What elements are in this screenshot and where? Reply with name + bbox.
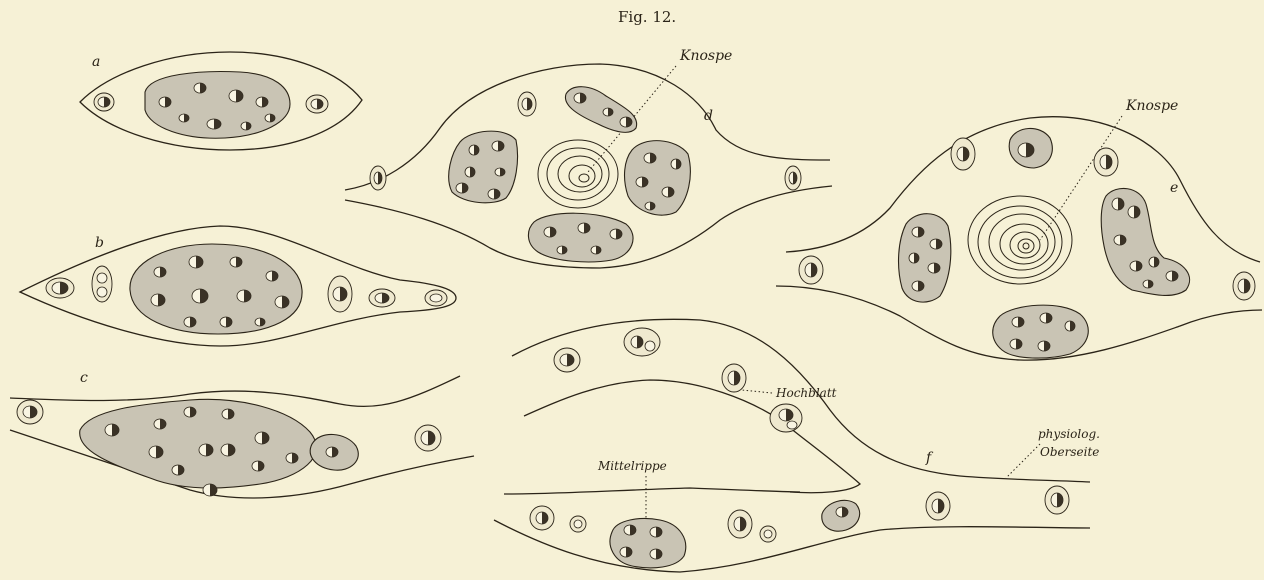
term-physiolog-line2: Oberseite — [1040, 445, 1099, 459]
bud-spiral-d — [538, 140, 618, 208]
midrib-outline-top — [504, 488, 800, 494]
term-physiolog-line1: physiolog. — [1038, 427, 1100, 441]
vascular-bundle-b — [130, 244, 302, 334]
panel-a: a — [80, 52, 362, 150]
bud-spiral-e — [968, 196, 1072, 284]
panel-label-c: c — [80, 370, 88, 386]
panel-e: e Knospe — [776, 98, 1262, 360]
leaf-section-outline-d-top — [345, 64, 830, 190]
panel-label-f: f — [925, 450, 934, 466]
panel-d: d Knospe — [345, 48, 832, 268]
term-knospe-d: Knospe — [679, 48, 732, 64]
term-mittelrippe: Mittelrippe — [597, 459, 667, 473]
panel-f: f Hochblatt Mittelrippe physiolog. Obers… — [494, 319, 1100, 572]
panel-b: b — [20, 226, 456, 346]
panel-label-b: b — [95, 235, 104, 251]
vascular-bundle-c — [80, 399, 317, 488]
term-knospe-e: Knospe — [1125, 98, 1178, 114]
panel-c: c — [10, 370, 474, 498]
cell-group-f — [530, 328, 1069, 559]
vascular-bundle-f-midrib — [610, 519, 686, 568]
term-hochblatt: Hochblatt — [775, 386, 837, 400]
vascular-bundle-d-right — [625, 141, 691, 216]
vascular-bundle-e-left — [899, 214, 951, 302]
figure-title: Fig. 12. — [618, 8, 676, 26]
panel-label-a: a — [92, 54, 100, 70]
leader-line-oberseite — [1006, 444, 1040, 478]
panel-label-e: e — [1170, 180, 1178, 196]
leader-line-hochblatt — [742, 390, 772, 393]
